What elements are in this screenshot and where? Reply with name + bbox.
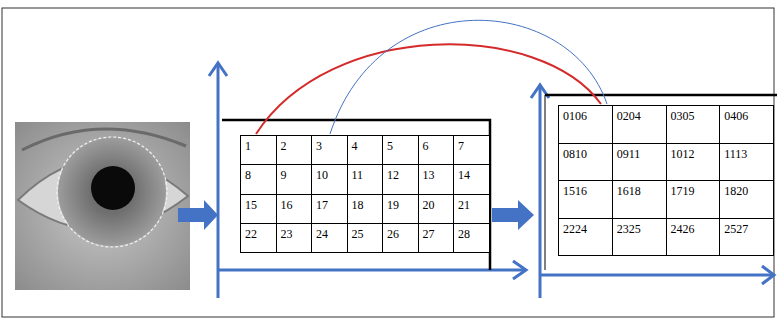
cell-value: 26 — [387, 227, 399, 241]
eye-photo — [15, 122, 190, 290]
output-cell: 2325 — [612, 218, 667, 257]
output-cell: 0106 — [558, 105, 613, 144]
input-cell: 5 — [382, 135, 419, 165]
table-frames — [222, 95, 777, 270]
cell-value: 14 — [458, 168, 470, 182]
cell-value: 18 — [352, 198, 364, 212]
cell-value: 1516 — [563, 184, 587, 198]
input-cell: 1 — [240, 135, 277, 165]
cell-value: 6 — [423, 139, 429, 153]
cell-value: 1719 — [671, 184, 695, 198]
output-cell: 1618 — [612, 180, 667, 219]
input-cell: 25 — [347, 223, 384, 253]
cell-value: 1012 — [671, 147, 695, 161]
cell-value: 5 — [387, 139, 393, 153]
output-cell: 2426 — [666, 218, 721, 257]
input-cell: 17 — [311, 194, 348, 224]
cell-value: 21 — [458, 198, 470, 212]
outer-frame — [2, 8, 774, 317]
cell-value: 0305 — [671, 109, 695, 123]
cell-value: 0810 — [563, 147, 587, 161]
cell-value: 8 — [245, 168, 251, 182]
output-cell: 2224 — [558, 218, 613, 257]
input-cell: 21 — [453, 194, 490, 224]
output-cell: 0305 — [666, 105, 721, 144]
output-cell: 1516 — [558, 180, 613, 219]
cell-value: 19 — [387, 198, 399, 212]
output-cell: 2527 — [719, 218, 774, 257]
input-cell: 3 — [311, 135, 348, 165]
input-cell: 24 — [311, 223, 348, 253]
cell-value: 1 — [245, 139, 251, 153]
output-cell: 1820 — [719, 180, 774, 219]
input-cell: 11 — [347, 164, 384, 194]
input-cell: 22 — [240, 223, 277, 253]
cell-value: 28 — [458, 227, 470, 241]
cell-value: 17 — [316, 198, 328, 212]
cell-value: 0106 — [563, 109, 587, 123]
output-cell: 1113 — [719, 143, 774, 182]
cell-value: 0911 — [617, 147, 641, 161]
input-cell: 19 — [382, 194, 419, 224]
cell-value: 1820 — [724, 184, 748, 198]
cell-value: 22 — [245, 227, 257, 241]
cell-value: 2325 — [617, 222, 641, 236]
output-cell: 0204 — [612, 105, 667, 144]
cell-value: 0406 — [724, 109, 748, 123]
input-cell: 20 — [418, 194, 455, 224]
input-cell: 6 — [418, 135, 455, 165]
cell-value: 7 — [458, 139, 464, 153]
cell-value: 25 — [352, 227, 364, 241]
cell-value: 15 — [245, 198, 257, 212]
cell-value: 0204 — [617, 109, 641, 123]
input-cell: 23 — [276, 223, 313, 253]
cell-value: 9 — [281, 168, 287, 182]
cell-value: 2527 — [724, 222, 748, 236]
cell-value: 1113 — [724, 147, 747, 161]
cell-value: 4 — [352, 139, 358, 153]
cell-value: 10 — [316, 168, 328, 182]
cell-value: 3 — [316, 139, 322, 153]
input-cell: 9 — [276, 164, 313, 194]
input-cell: 26 — [382, 223, 419, 253]
input-cell: 28 — [453, 223, 490, 253]
axes — [209, 63, 774, 298]
input-cell: 13 — [418, 164, 455, 194]
cell-value: 11 — [352, 168, 364, 182]
cell-value: 20 — [423, 198, 435, 212]
output-cell: 1719 — [666, 180, 721, 219]
input-cell: 2 — [276, 135, 313, 165]
cell-value: 27 — [423, 227, 435, 241]
cell-value: 2426 — [671, 222, 695, 236]
cell-value: 23 — [281, 227, 293, 241]
cell-value: 2224 — [563, 222, 587, 236]
output-cell: 1012 — [666, 143, 721, 182]
output-cell: 0406 — [719, 105, 774, 144]
cell-value: 24 — [316, 227, 328, 241]
cell-value: 12 — [387, 168, 399, 182]
input-cell: 16 — [276, 194, 313, 224]
cell-value: 1618 — [617, 184, 641, 198]
input-cell: 10 — [311, 164, 348, 194]
input-cell: 14 — [453, 164, 490, 194]
output-cell: 0810 — [558, 143, 613, 182]
input-cell: 18 — [347, 194, 384, 224]
input-cell: 15 — [240, 194, 277, 224]
input-cell: 12 — [382, 164, 419, 194]
output-cell: 0911 — [612, 143, 667, 182]
cell-value: 2 — [281, 139, 287, 153]
mapping-arcs — [256, 20, 607, 134]
input-cell: 7 — [453, 135, 490, 165]
input-cell: 8 — [240, 164, 277, 194]
cell-value: 16 — [281, 198, 293, 212]
input-cell: 4 — [347, 135, 384, 165]
input-cell: 27 — [418, 223, 455, 253]
cell-value: 13 — [423, 168, 435, 182]
